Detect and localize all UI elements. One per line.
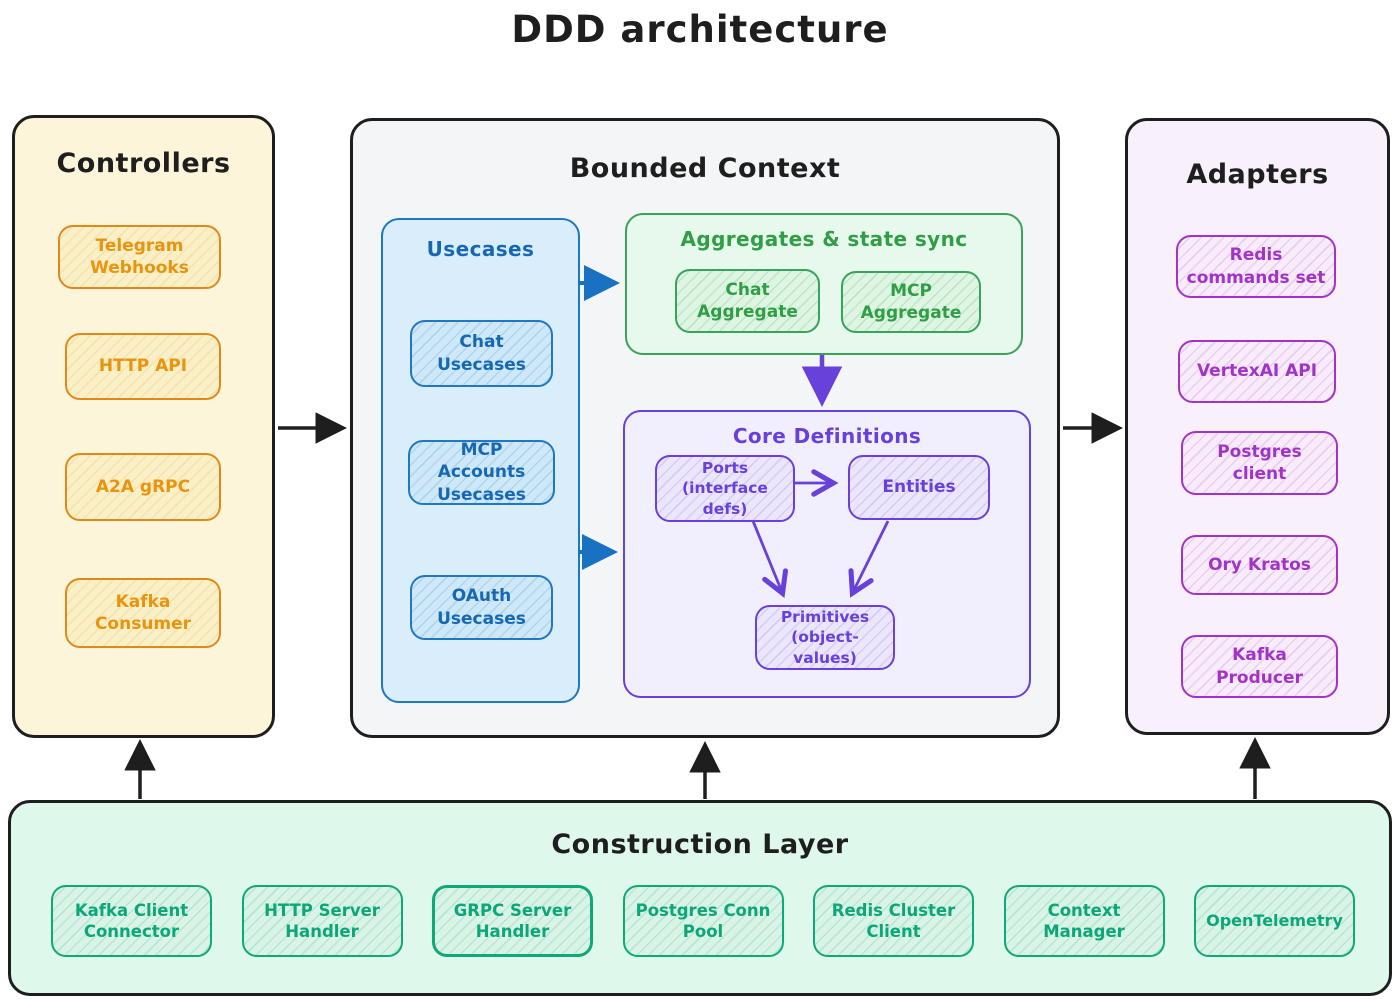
node-redis-cluster-client: Redis Cluster Client [813,885,974,957]
node-a2a-grpc: A2A gRPC [65,453,221,521]
bounded-context-title: Bounded Context [569,153,841,184]
node-kafka-producer: Kafka Producer [1181,635,1338,698]
controllers-panel: Controllers Telegram Webhooks HTTP API A… [12,115,275,738]
core-definitions-section: Core Definitions Ports (interface defs) … [623,410,1031,698]
node-telegram-webhooks: Telegram Webhooks [58,225,221,289]
node-vertexai-api: VertexAI API [1178,340,1336,403]
node-kafka-consumer: Kafka Consumer [65,578,221,648]
node-http-server-handler: HTTP Server Handler [241,885,403,957]
node-ory-kratos: Ory Kratos [1181,535,1338,595]
node-entities: Entities [848,455,990,520]
node-mcp-accounts-usecases: MCP Accounts Usecases [408,440,555,505]
node-ports: Ports (interface defs) [655,455,795,522]
construction-layer-row: Kafka Client Connector HTTP Server Handl… [51,885,1355,957]
aggregates-section: Aggregates & state sync Chat Aggregate M… [625,213,1023,355]
bounded-context-panel: Bounded Context Usecases Chat Usecases M… [350,118,1060,738]
node-chat-aggregate: Chat Aggregate [675,269,820,333]
adapters-title: Adapters [1186,159,1329,190]
node-oauth-usecases: OAuth Usecases [410,575,553,640]
node-redis-commands-set: Redis commands set [1176,235,1336,298]
usecases-section: Usecases Chat Usecases MCP Accounts Usec… [381,218,580,703]
node-primitives: Primitives (object-values) [755,605,895,670]
node-opentelemetry: OpenTelemetry [1194,885,1355,957]
node-context-manager: Context Manager [1003,885,1165,957]
node-kafka-client-connector: Kafka Client Connector [51,885,212,957]
node-postgres-conn-pool: Postgres Conn Pool [622,885,784,957]
node-mcp-aggregate: MCP Aggregate [841,271,981,333]
core-definitions-title: Core Definitions [732,424,922,448]
node-chat-usecases: Chat Usecases [410,320,553,387]
construction-layer-panel: Construction Layer Kafka Client Connecto… [8,800,1392,996]
controllers-title: Controllers [56,148,231,179]
node-http-api: HTTP API [65,333,221,400]
diagram-title: DDD architecture [511,8,889,51]
node-grpc-server-handler: GRPC Server Handler [432,885,593,957]
adapters-panel: Adapters Redis commands set VertexAI API… [1125,118,1390,735]
node-postgres-client: Postgres client [1181,431,1338,495]
construction-layer-title: Construction Layer [551,829,849,860]
usecases-title: Usecases [426,237,535,261]
aggregates-title: Aggregates & state sync [680,227,968,251]
